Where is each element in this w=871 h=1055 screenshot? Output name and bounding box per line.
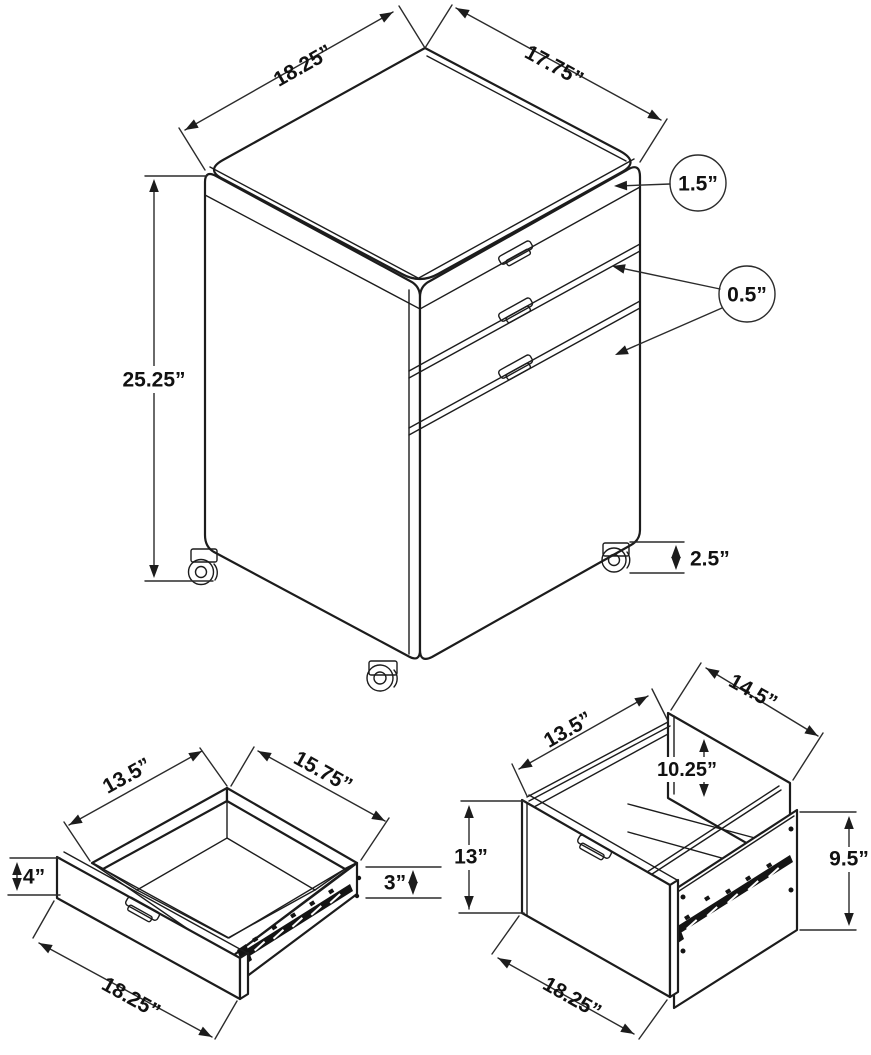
dim-label-small-side-height: 3” xyxy=(384,872,406,895)
dim-label-cabinet-top-width: 17.75” xyxy=(521,41,587,91)
drawer1-handle xyxy=(498,240,534,267)
dim-file-drawer-front-height: 13” xyxy=(452,800,525,914)
dim-label-file-back-width: 14.5” xyxy=(725,669,781,714)
rail-hatching xyxy=(686,867,780,930)
small-drawer-front-panel xyxy=(55,851,250,1001)
small-drawer-interior xyxy=(101,800,347,939)
dim-cabinet-height: 25.25” xyxy=(122,175,214,582)
callout-top-thickness: 1.5” xyxy=(613,154,727,212)
screw-dot xyxy=(680,948,686,954)
file-drawer-right-rail xyxy=(643,785,782,879)
file-drawer-handle xyxy=(577,834,613,861)
cabinet-edge-details xyxy=(204,55,641,655)
caster-right xyxy=(601,542,631,573)
file-drawer-right-wall xyxy=(672,808,799,1010)
rail-ball-clips xyxy=(252,888,335,943)
dim-label-small-side-depth: 15.75” xyxy=(290,747,356,798)
dim-label-drawer-gap: 0.5” xyxy=(727,284,767,307)
screw-dot xyxy=(356,875,362,881)
screw-dot xyxy=(788,887,794,893)
small-drawer-view: 13.5” 15.75” 4” 3” xyxy=(7,746,442,1042)
small-drawer-back-right-wall xyxy=(225,786,359,871)
dim-file-drawer-inner-depth: 13.5” xyxy=(511,688,669,797)
dim-label-top-thickness: 1.5” xyxy=(678,173,718,196)
drawer3-handle xyxy=(498,354,534,381)
dim-label-small-front-height: 4” xyxy=(23,866,45,889)
dim-label-file-front-width: 18.25” xyxy=(539,972,605,1023)
dim-label-file-inner-depth: 13.5” xyxy=(540,707,596,752)
dim-small-drawer-front-height: 4” xyxy=(7,857,61,896)
callout-circle-drawer-gap xyxy=(718,265,776,323)
file-drawer-view: 13.5” 14.5” 10.25” 13” xyxy=(452,662,871,1040)
cabinet-front-face xyxy=(418,166,642,660)
rail-hatching xyxy=(253,893,341,952)
dim-label-file-side-height: 9.5” xyxy=(829,848,869,871)
dim-caster-height: 2.5” xyxy=(629,541,730,574)
screw-dot xyxy=(354,893,360,899)
dim-label-small-front-width: 18.25” xyxy=(98,973,164,1024)
cabinet-view: 18.25” 17.75” 25.25” 2 xyxy=(122,3,776,692)
screw-dot xyxy=(788,826,794,832)
file-drawer-left-rail xyxy=(526,721,671,808)
dim-small-drawer-side-height: 3” xyxy=(365,866,442,899)
dim-label-file-front-height: 13” xyxy=(454,846,488,869)
dim-label-cabinet-top-depth: 18.25” xyxy=(270,40,336,91)
caster-front xyxy=(366,660,398,692)
rail-ball-clips xyxy=(684,862,773,921)
dim-file-drawer-side-height: 9.5” xyxy=(799,811,871,931)
file-drawer-front-panel xyxy=(520,794,680,999)
dim-label-caster-height: 2.5” xyxy=(690,548,730,571)
small-drawer-handle xyxy=(125,896,161,923)
dim-label-small-inner-depth: 13.5” xyxy=(99,753,155,798)
callout-drawer-gap: 0.5” xyxy=(610,261,776,360)
callout-circle-top-thickness xyxy=(669,154,727,212)
caster-left xyxy=(187,548,218,586)
dim-label-file-inner-height: 10.25” xyxy=(657,759,717,781)
dim-label-cabinet-height: 25.25” xyxy=(122,369,185,392)
drawer2-handle xyxy=(498,297,534,324)
screw-dot xyxy=(680,894,686,900)
dim-file-drawer-inner-height: 10.25” xyxy=(653,739,721,797)
